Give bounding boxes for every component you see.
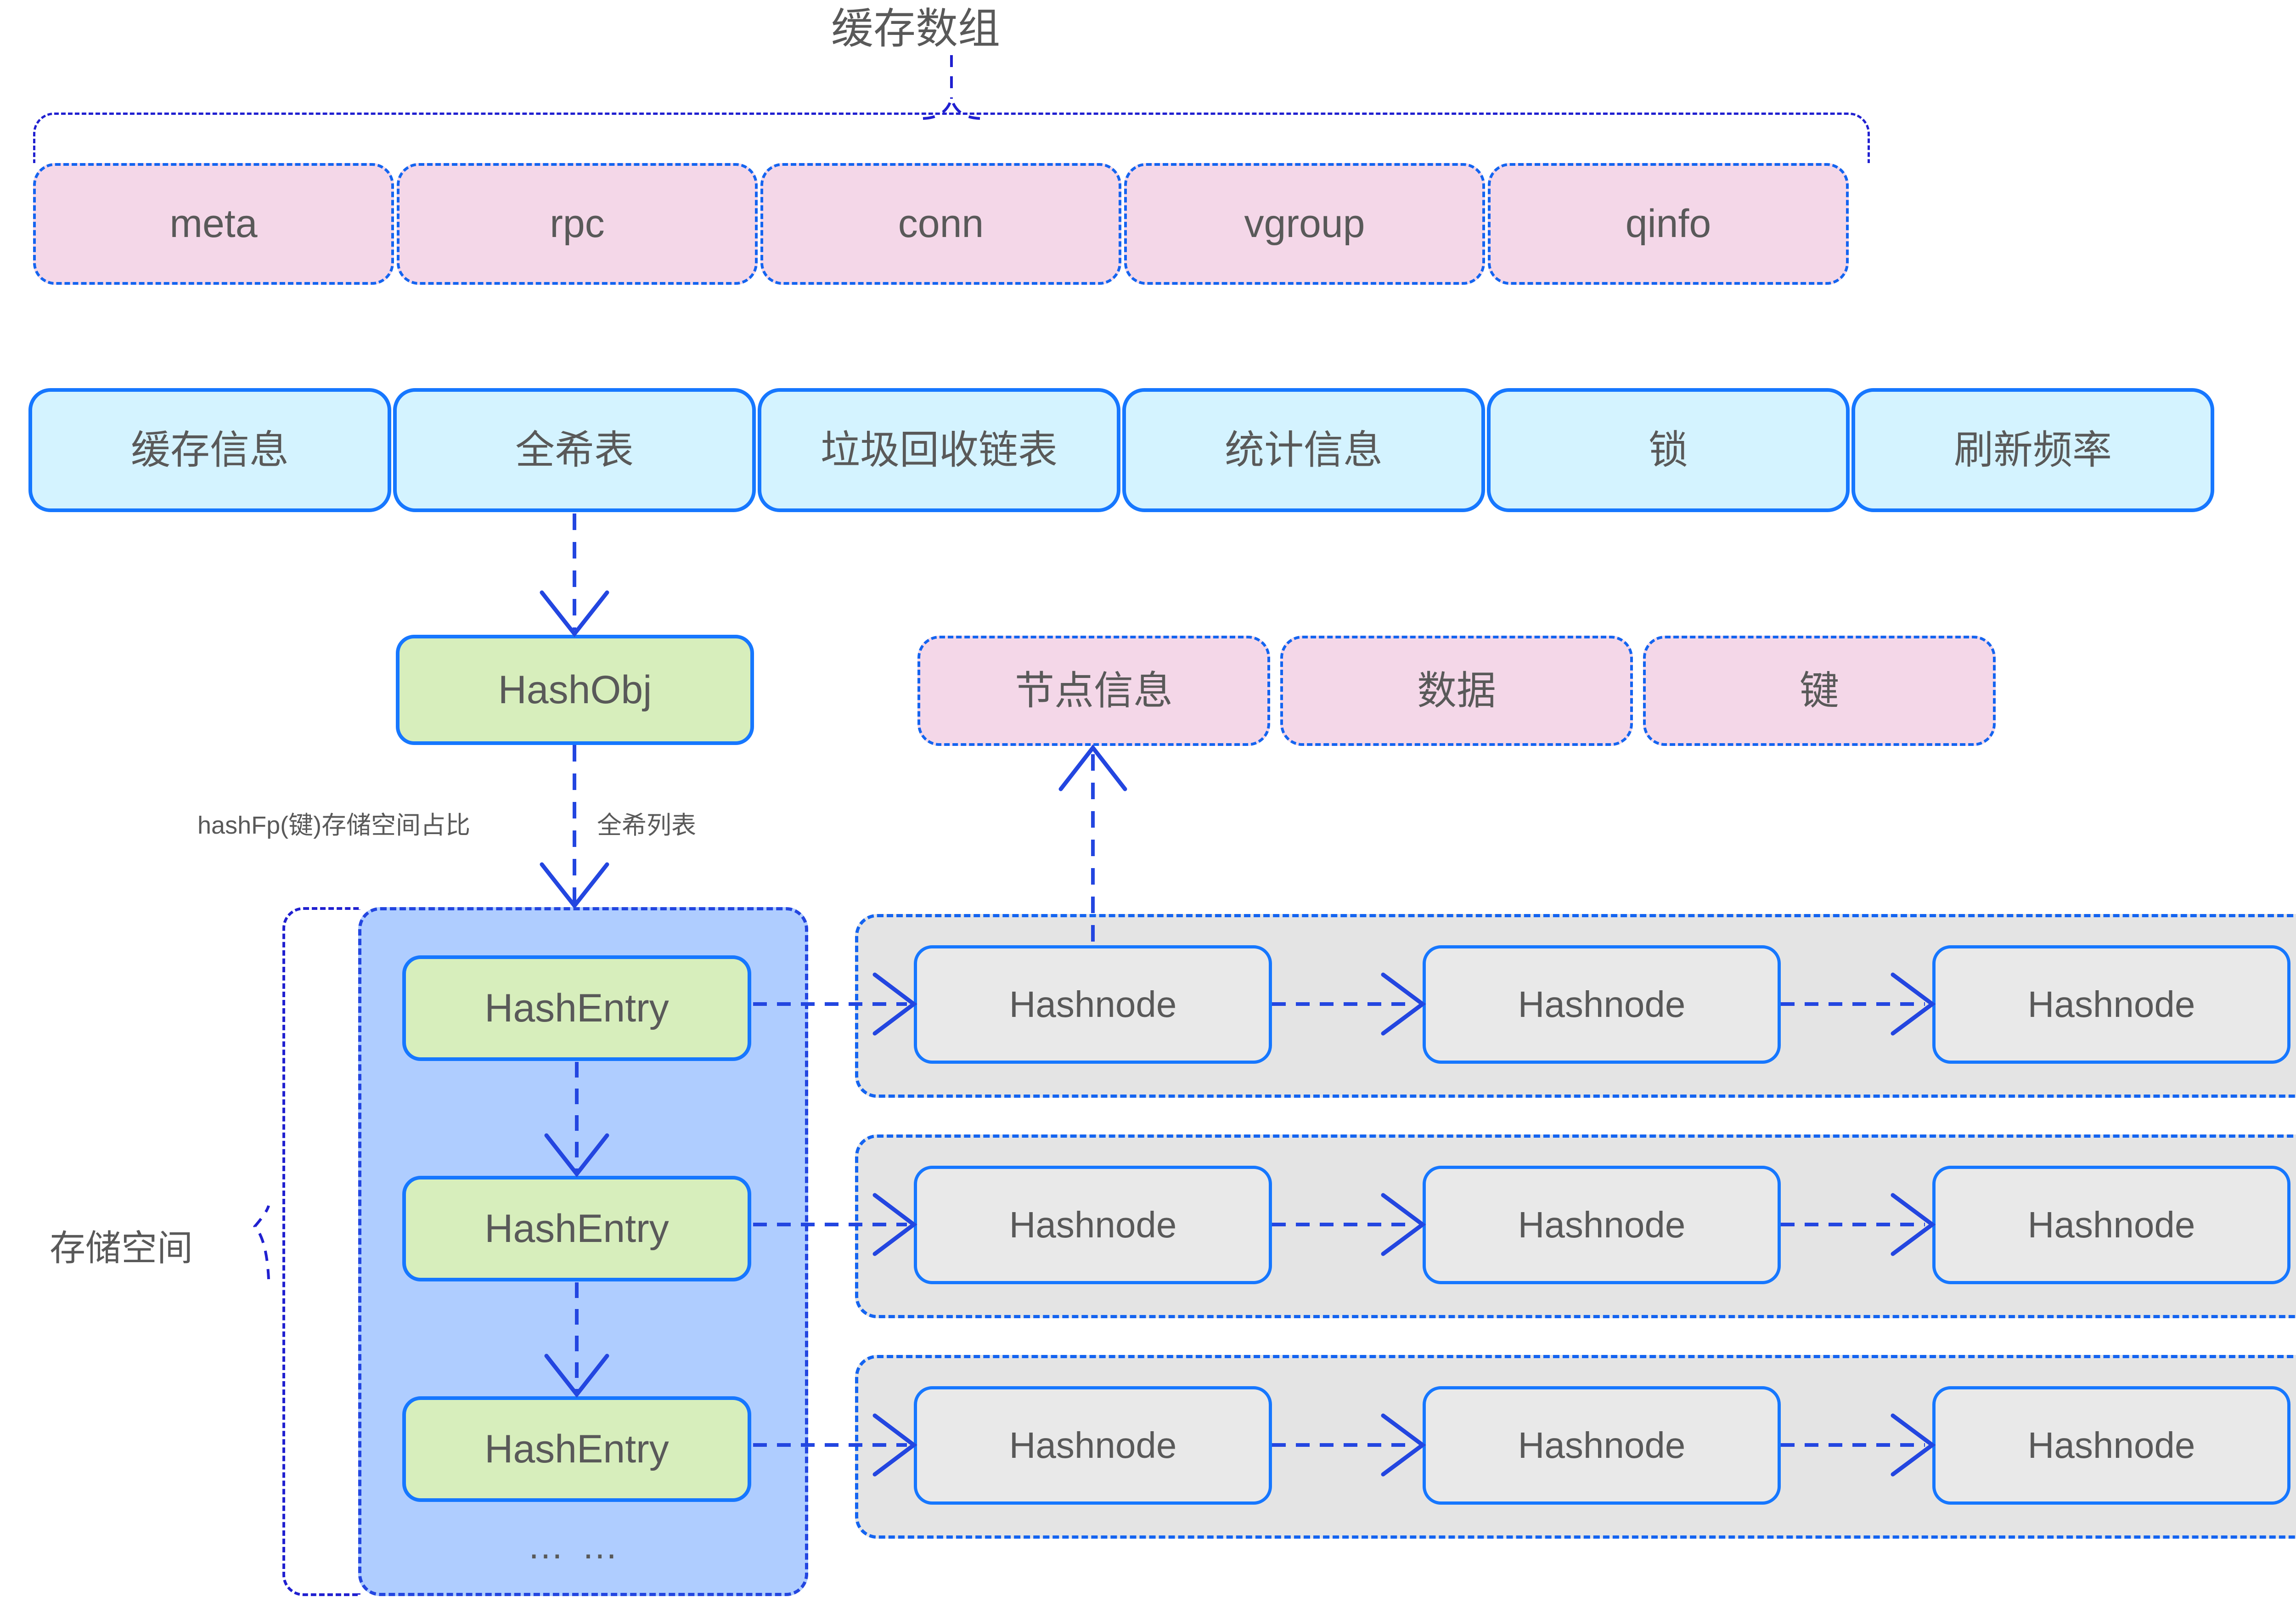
hashnode-label: Hashnode	[1518, 1204, 1686, 1245]
arrowhead-hashobj	[540, 590, 609, 638]
edge-label-hashfp: hashFp(键)存储空间占比	[197, 812, 471, 839]
array-cell-rpc[interactable]: rpc	[397, 163, 758, 285]
hash-entry-label: HashEntry	[484, 986, 669, 1030]
hashnode-label: Hashnode	[2027, 984, 2195, 1025]
hashnode-label: Hashnode	[1518, 1425, 1686, 1466]
hashnode-2-3[interactable]: Hashnode	[1932, 1166, 2290, 1284]
hashnode-1-1[interactable]: Hashnode	[914, 945, 1272, 1064]
field-cell-hash-table[interactable]: 全希表	[393, 388, 756, 512]
array-cell-label: rpc	[550, 202, 605, 246]
node-field-cell-node-info[interactable]: 节点信息	[917, 636, 1270, 746]
array-cell-vgroup[interactable]: vgroup	[1124, 163, 1485, 285]
hash-entry-1[interactable]: HashEntry	[402, 955, 751, 1061]
hashnode-3-1[interactable]: Hashnode	[914, 1386, 1272, 1505]
hashnode-label: Hashnode	[1009, 1204, 1177, 1245]
field-cell-lock[interactable]: 锁	[1487, 388, 1850, 512]
hashnode-2-2[interactable]: Hashnode	[1423, 1166, 1781, 1284]
node-field-cell-key[interactable]: 键	[1643, 636, 1996, 746]
array-cell-label: conn	[898, 202, 984, 246]
field-cell-label: 垃圾回收链表	[821, 428, 1058, 472]
page-title: 缓存数组	[831, 6, 1001, 52]
hashnode-3-3[interactable]: Hashnode	[1932, 1386, 2290, 1505]
cache-array-bracket	[33, 113, 1870, 163]
array-cell-qinfo[interactable]: qinfo	[1488, 163, 1849, 285]
field-cell-label: 刷新频率	[1954, 428, 2112, 472]
hash-entry-ellipsis: … …	[527, 1525, 622, 1566]
field-cell-label: 统计信息	[1225, 428, 1383, 472]
arrowhead-nodeinfo	[1058, 744, 1127, 791]
hashnode-label: Hashnode	[1009, 1425, 1177, 1466]
hashnode-label: Hashnode	[2027, 1204, 2195, 1245]
hash-entry-3[interactable]: HashEntry	[402, 1396, 751, 1502]
array-cell-label: meta	[169, 202, 258, 246]
hashnode-label: Hashnode	[2027, 1425, 2195, 1466]
hash-entry-2[interactable]: HashEntry	[402, 1176, 751, 1281]
hashnode-3-2[interactable]: Hashnode	[1423, 1386, 1781, 1505]
hashnode-2-1[interactable]: Hashnode	[914, 1166, 1272, 1284]
hash-entry-label: HashEntry	[484, 1427, 669, 1471]
field-cell-gc-list[interactable]: 垃圾回收链表	[758, 388, 1120, 512]
storage-bracket	[282, 907, 360, 1596]
hash-obj-label: HashObj	[498, 667, 652, 712]
edge-label-hash-list: 全希列表	[597, 812, 696, 839]
field-cell-label: 全希表	[515, 428, 634, 472]
node-field-label: 键	[1800, 668, 1839, 713]
array-cell-conn[interactable]: conn	[760, 163, 1121, 285]
field-cell-refresh-rate[interactable]: 刷新频率	[1851, 388, 2214, 512]
array-cell-label: qinfo	[1625, 202, 1711, 246]
field-cell-label: 锁	[1649, 428, 1688, 472]
storage-label: 存储空间	[50, 1228, 193, 1268]
hashnode-label: Hashnode	[1518, 984, 1686, 1025]
hash-obj-node[interactable]: HashObj	[396, 635, 754, 745]
array-cell-meta[interactable]: meta	[33, 163, 394, 285]
array-cell-label: vgroup	[1244, 202, 1365, 246]
field-cell-cache-info[interactable]: 缓存信息	[28, 388, 391, 512]
field-cell-label: 缓存信息	[131, 428, 289, 472]
hashnode-1-3[interactable]: Hashnode	[1932, 945, 2290, 1064]
hashnode-label: Hashnode	[1009, 984, 1177, 1025]
arrowhead-entries	[540, 862, 609, 909]
node-field-label: 数据	[1417, 668, 1496, 713]
field-cell-stats[interactable]: 统计信息	[1122, 388, 1485, 512]
hashnode-1-2[interactable]: Hashnode	[1423, 945, 1781, 1064]
storage-brace-tick	[253, 1205, 270, 1280]
node-field-cell-data[interactable]: 数据	[1280, 636, 1633, 746]
node-field-label: 节点信息	[1015, 668, 1173, 713]
hash-entry-label: HashEntry	[484, 1206, 669, 1251]
